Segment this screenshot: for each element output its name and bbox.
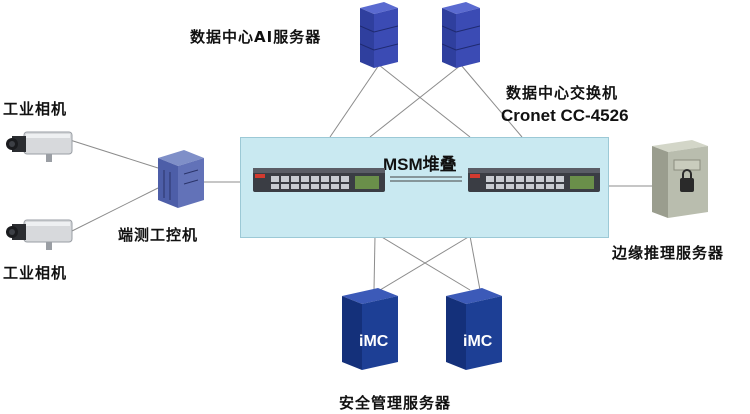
link-ai1-right <box>378 64 471 138</box>
link-ai2-right <box>460 64 523 138</box>
industrial-pc-icon <box>158 150 204 208</box>
edge-server-label: 边缘推理服务器 <box>612 244 725 262</box>
msm-stack-label: MSM堆叠 <box>383 155 457 174</box>
link-camera-bottom-ipc <box>69 187 159 233</box>
camera-icon-top <box>6 131 73 162</box>
link-sec-right-a <box>379 235 471 291</box>
ai-server-icon-2 <box>442 2 480 68</box>
imc-server-icon-1 <box>342 288 398 370</box>
security-server-label: 安全管理服务器 <box>339 394 452 412</box>
link-ai1-left <box>329 64 380 138</box>
camera-bottom-label: 工业相机 <box>3 264 68 282</box>
camera-icon-bottom <box>6 219 73 250</box>
link-sec-left-a <box>373 235 376 291</box>
dc-switch-label: 数据中心交换机 <box>506 84 619 102</box>
switch-model-label: Cronet CC-4526 <box>501 106 629 125</box>
link-camera-top-ipc <box>69 139 159 169</box>
stack-link-icon <box>390 176 462 182</box>
imc-badge-2: iMC <box>463 333 493 350</box>
imc-server-icon-2 <box>446 288 502 370</box>
switch-icon-right <box>468 168 600 192</box>
camera-top-label: 工业相机 <box>3 100 68 118</box>
ai-server-icon-1 <box>360 2 398 68</box>
edge-server-cabinet-icon <box>652 140 708 218</box>
link-sec-right-b <box>469 235 481 291</box>
industrial-pc-label: 端测工控机 <box>118 226 199 244</box>
ai-server-label: 数据中心AI服务器 <box>190 28 322 46</box>
switch-icon-left <box>253 168 385 192</box>
link-ai2-left <box>369 64 462 138</box>
imc-badge-1: iMC <box>359 333 389 350</box>
